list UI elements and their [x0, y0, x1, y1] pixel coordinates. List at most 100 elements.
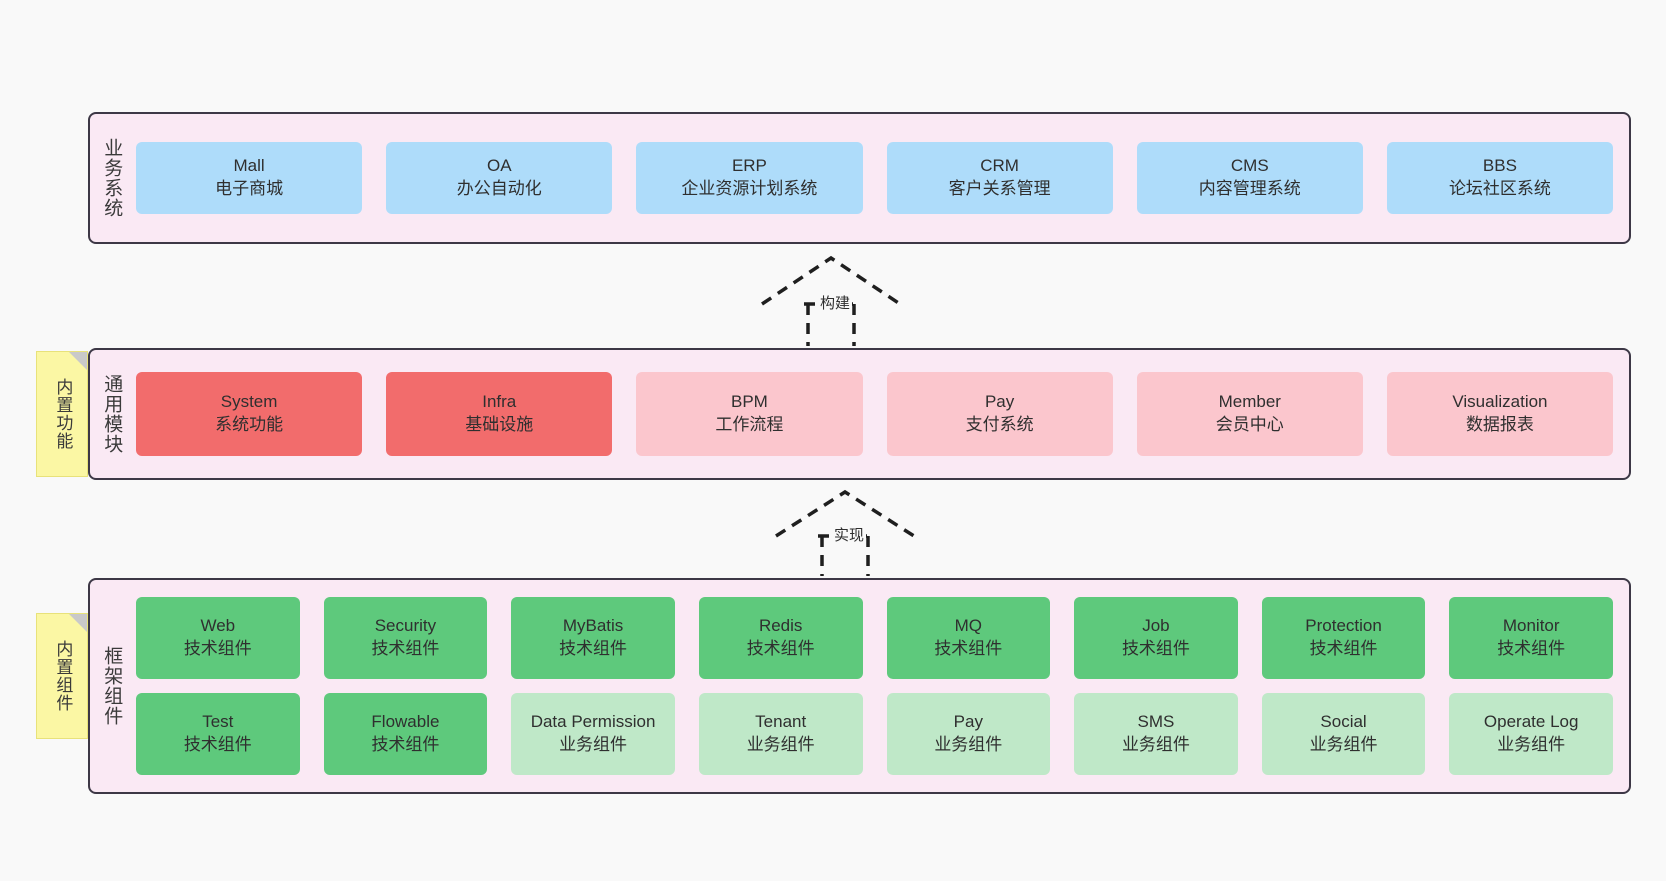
layer-row: System 系统功能 Infra 基础设施 BPM 工作流程 Pay 支付系统… — [136, 372, 1614, 456]
node-sublabel: 业务组件 — [934, 735, 1003, 754]
layer-row: Mall 电子商城 OA 办公自动化 ERP 企业资源计划系统 CRM 客户关系… — [136, 142, 1614, 214]
node-label: Member — [1218, 392, 1281, 412]
node-sublabel: 客户关系管理 — [948, 179, 1051, 198]
node-label: CMS — [1230, 156, 1269, 176]
node-sublabel: 技术组件 — [183, 639, 252, 658]
node-bpm[interactable]: BPM 工作流程 — [636, 372, 863, 456]
layer-body-common: System 系统功能 Infra 基础设施 BPM 工作流程 Pay 支付系统… — [132, 350, 1629, 478]
node-tenant[interactable]: Tenant 业务组件 — [698, 693, 863, 775]
node-test[interactable]: Test 技术组件 — [136, 693, 300, 775]
node-label: System — [220, 392, 278, 412]
node-flowable[interactable]: Flowable 技术组件 — [323, 693, 488, 775]
node-protection[interactable]: Protection 技术组件 — [1261, 597, 1426, 679]
node-sublabel: 业务组件 — [746, 735, 815, 754]
node-sublabel: 业务组件 — [559, 735, 628, 754]
connector-label-build: 构建 — [818, 292, 853, 313]
layer-title-framework: 框架组件 — [101, 646, 123, 726]
node-operate-log[interactable]: Operate Log 业务组件 — [1449, 693, 1613, 775]
node-sublabel: 技术组件 — [371, 639, 440, 658]
node-sublabel: 技术组件 — [1121, 639, 1190, 658]
node-label: Pay — [953, 712, 983, 732]
node-label: Operate Log — [1483, 712, 1579, 732]
node-label: Redis — [758, 616, 803, 636]
layer-framework-components[interactable]: 框架组件 Web 技术组件 Security 技术组件 MyBatis 技术组件… — [88, 578, 1631, 794]
node-label: MyBatis — [562, 616, 624, 636]
node-sublabel: 技术组件 — [746, 639, 815, 658]
node-sublabel: 技术组件 — [934, 639, 1003, 658]
node-sublabel: 工作流程 — [715, 415, 784, 434]
node-label: ERP — [731, 156, 767, 176]
layer-common-modules[interactable]: 通用模块 System 系统功能 Infra 基础设施 BPM 工作流程 Pay… — [88, 348, 1631, 480]
node-job[interactable]: Job 技术组件 — [1074, 597, 1238, 679]
node-sublabel: 技术组件 — [371, 735, 440, 754]
node-label: OA — [486, 156, 512, 176]
node-sublabel: 业务组件 — [1309, 735, 1378, 754]
sticky-note-builtin-features: 内置功能 — [36, 351, 88, 477]
node-security[interactable]: Security 技术组件 — [323, 597, 488, 679]
node-sublabel: 电子商城 — [215, 179, 284, 198]
node-label: Monitor — [1502, 616, 1560, 636]
node-infra[interactable]: Infra 基础设施 — [386, 372, 613, 456]
layer-row: Web 技术组件 Security 技术组件 MyBatis 技术组件 Redi… — [136, 597, 1613, 679]
node-mybatis[interactable]: MyBatis 技术组件 — [511, 597, 675, 679]
connector-implement: 实现 — [770, 486, 920, 578]
node-label: BBS — [1482, 156, 1517, 176]
node-crm[interactable]: CRM 客户关系管理 — [886, 142, 1113, 214]
node-sublabel: 技术组件 — [183, 735, 252, 754]
layer-body-framework: Web 技术组件 Security 技术组件 MyBatis 技术组件 Redi… — [132, 580, 1629, 792]
node-label: Data Permission — [530, 712, 656, 732]
node-system[interactable]: System 系统功能 — [136, 372, 363, 456]
node-sublabel: 系统功能 — [215, 415, 284, 434]
node-sublabel: 办公自动化 — [456, 179, 542, 198]
node-visualization[interactable]: Visualization 数据报表 — [1386, 372, 1614, 456]
node-pay-module[interactable]: Pay 支付系统 — [886, 372, 1113, 456]
node-bbs[interactable]: BBS 论坛社区系统 — [1386, 142, 1614, 214]
node-label: Job — [1142, 616, 1170, 636]
node-web[interactable]: Web 技术组件 — [136, 597, 300, 679]
layer-title-business: 业务系统 — [101, 138, 123, 218]
node-sublabel: 企业资源计划系统 — [681, 179, 818, 198]
connector-label-implement: 实现 — [832, 524, 867, 545]
node-redis[interactable]: Redis 技术组件 — [698, 597, 863, 679]
sticky-note-builtin-components: 内置组件 — [36, 613, 88, 739]
node-cms[interactable]: CMS 内容管理系统 — [1136, 142, 1363, 214]
node-sublabel: 基础设施 — [465, 415, 534, 434]
node-label: Social — [1320, 712, 1367, 732]
node-sublabel: 支付系统 — [965, 415, 1034, 434]
node-sublabel: 技术组件 — [559, 639, 628, 658]
node-sublabel: 业务组件 — [1497, 735, 1566, 754]
node-sublabel: 会员中心 — [1215, 415, 1284, 434]
node-label: BPM — [731, 392, 768, 412]
node-label: SMS — [1137, 712, 1175, 732]
node-label: Security — [374, 616, 437, 636]
node-label: Protection — [1305, 616, 1382, 636]
node-sublabel: 数据报表 — [1465, 415, 1534, 434]
node-social[interactable]: Social 业务组件 — [1261, 693, 1426, 775]
node-label: Pay — [984, 392, 1015, 412]
layer-title-common: 通用模块 — [101, 374, 123, 454]
node-mall[interactable]: Mall 电子商城 — [136, 142, 363, 214]
node-label: Web — [200, 616, 236, 636]
node-mq[interactable]: MQ 技术组件 — [886, 597, 1051, 679]
node-label: Mall — [233, 156, 265, 176]
node-pay-component[interactable]: Pay 业务组件 — [886, 693, 1051, 775]
node-sublabel: 技术组件 — [1309, 639, 1378, 658]
node-oa[interactable]: OA 办公自动化 — [386, 142, 613, 214]
node-label: MQ — [954, 616, 982, 636]
node-sublabel: 内容管理系统 — [1198, 179, 1301, 198]
node-sublabel: 技术组件 — [1497, 639, 1566, 658]
node-label: CRM — [980, 156, 1019, 176]
layer-row: Test 技术组件 Flowable 技术组件 Data Permission … — [136, 693, 1613, 775]
node-label: Infra — [482, 392, 517, 412]
layer-business-systems[interactable]: 业务系统 Mall 电子商城 OA 办公自动化 ERP 企业资源计划系统 CRM… — [88, 112, 1631, 244]
layer-body-business: Mall 电子商城 OA 办公自动化 ERP 企业资源计划系统 CRM 客户关系… — [132, 114, 1629, 242]
node-sublabel: 业务组件 — [1121, 735, 1190, 754]
node-member[interactable]: Member 会员中心 — [1136, 372, 1363, 456]
node-data-permission[interactable]: Data Permission 业务组件 — [511, 693, 675, 775]
node-sms[interactable]: SMS 业务组件 — [1074, 693, 1238, 775]
node-monitor[interactable]: Monitor 技术组件 — [1449, 597, 1613, 679]
node-erp[interactable]: ERP 企业资源计划系统 — [636, 142, 863, 214]
node-label: Test — [202, 712, 234, 732]
node-sublabel: 论坛社区系统 — [1448, 179, 1551, 198]
